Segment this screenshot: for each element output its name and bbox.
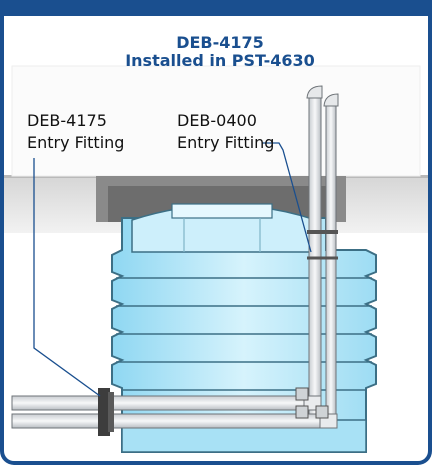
vertical-pipe-cap-2 <box>323 93 339 107</box>
diagram-title: DEB-4175 <box>176 33 264 52</box>
label-deb4175-code: DEB-4175 <box>27 111 107 130</box>
label-deb0400-name: Entry Fitting <box>177 133 275 152</box>
leader-line-left <box>33 158 101 397</box>
entry-fitting-deb4175-flange <box>108 392 114 432</box>
elbow-fitting-3 <box>315 405 329 419</box>
label-deb4175-name: Entry Fitting <box>27 133 125 152</box>
entry-fitting-deb4175 <box>98 388 110 436</box>
elbow-fitting-1 <box>295 387 309 401</box>
header-bar <box>4 0 428 16</box>
label-deb0400-code: DEB-0400 <box>177 111 257 130</box>
horizontal-pipe-upper <box>11 395 313 411</box>
vertical-pipe-cap-1 <box>306 85 323 99</box>
tank-dome-top <box>171 203 273 219</box>
installation-diagram <box>4 65 428 453</box>
leader-line-right <box>262 142 312 253</box>
background-panel <box>11 65 421 177</box>
vertical-pipe-outer <box>308 95 322 415</box>
horizontal-pipe-lower <box>11 413 329 429</box>
diagram-subtitle: Installed in PST-4630 <box>125 51 315 70</box>
elbow-fitting-2 <box>295 405 309 419</box>
